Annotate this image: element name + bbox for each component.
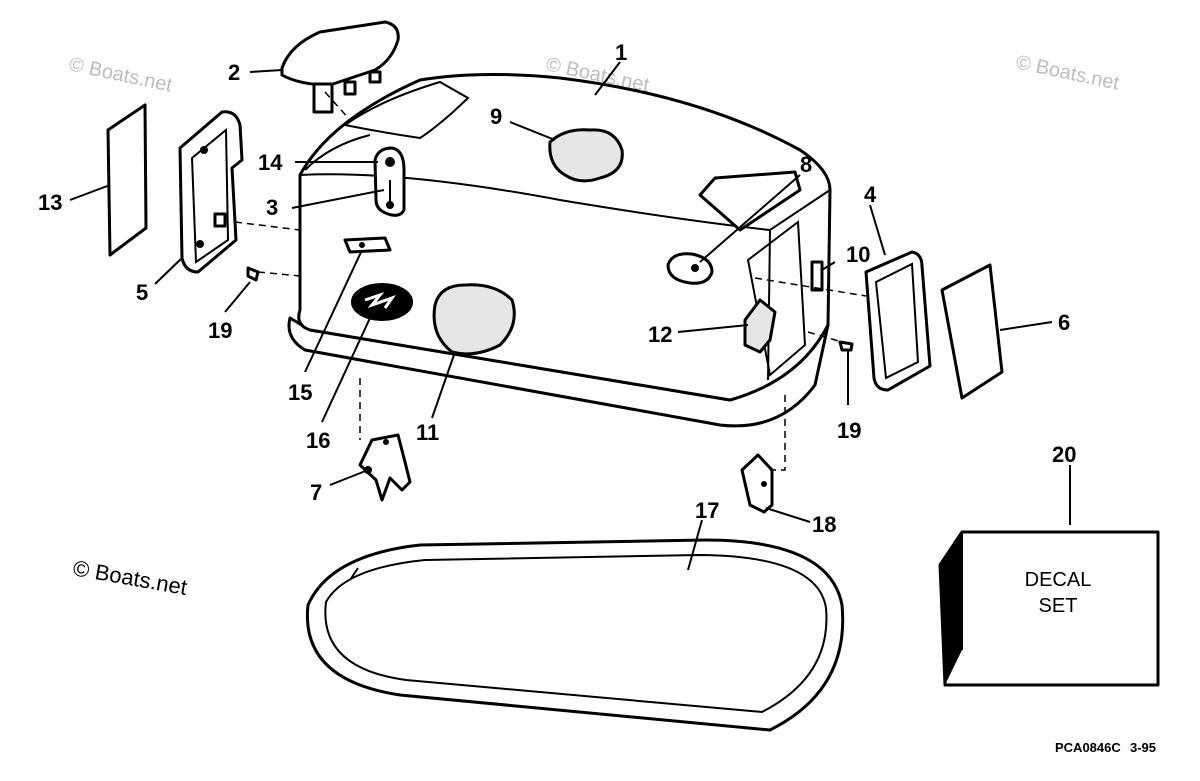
bracket-18 (740, 453, 774, 514)
pad-13 (106, 103, 148, 257)
callout-17: 17 (695, 498, 719, 523)
bracket-7 (358, 433, 412, 502)
motor-cover (287, 72, 832, 428)
watermark-bottom-left: © Boats.net (71, 555, 189, 600)
decal-set-box-20: DECAL SET (938, 530, 1160, 687)
watermark-top-right: © Boats.net (1014, 51, 1122, 94)
callout-3: 3 (266, 195, 278, 220)
callout-12: 12 (648, 322, 672, 347)
callout-20: 20 (1052, 442, 1076, 467)
screw-19-right (838, 340, 854, 352)
screw-19-left (246, 266, 260, 282)
hatch-cover-2 (280, 20, 400, 114)
callout-15: 15 (288, 380, 312, 405)
frame-5 (178, 110, 244, 274)
callout-6: 6 (1058, 310, 1070, 335)
callout-4: 4 (864, 182, 877, 207)
sealant-patch-9 (548, 128, 624, 183)
callout-2: 2 (228, 60, 240, 85)
frame-4 (864, 250, 932, 392)
seal-ring-17 (305, 538, 845, 732)
figure-date: 3-95 (1130, 740, 1156, 755)
callout-18: 18 (812, 512, 836, 537)
sealant-patch-11 (432, 283, 516, 356)
clip-10 (810, 260, 824, 292)
callout-11: 11 (416, 420, 439, 445)
callout-13: 13 (38, 190, 62, 215)
pad-6 (940, 263, 1004, 400)
callout-19-left: 19 (208, 318, 232, 343)
callout-14: 14 (258, 150, 283, 175)
decal-label-line2: SET (1039, 595, 1078, 617)
latch-plate-15 (343, 236, 392, 254)
watermark-top-left: © Boats.net (67, 53, 175, 96)
callout-5: 5 (136, 280, 148, 305)
callout-numbers: 1 2 3 4 5 6 7 8 9 10 11 12 13 14 15 16 1… (38, 40, 1076, 537)
leader-lines (69, 61, 1071, 571)
callout-16: 16 (306, 428, 330, 453)
callout-1: 1 (615, 40, 627, 65)
callout-19-right: 19 (837, 418, 861, 443)
hatch-latch-bracket (373, 146, 406, 217)
callout-9: 9 (490, 104, 502, 129)
callout-7: 7 (310, 480, 322, 505)
callout-10: 10 (846, 242, 870, 267)
figure-code: PCA0846C (1055, 740, 1121, 755)
assembly-guide-lines (234, 91, 867, 471)
emblem-decal-16 (351, 283, 413, 321)
decal-label-line1: DECAL (1025, 569, 1092, 591)
callout-8: 8 (800, 152, 812, 177)
sealant-patch-12 (743, 298, 777, 354)
